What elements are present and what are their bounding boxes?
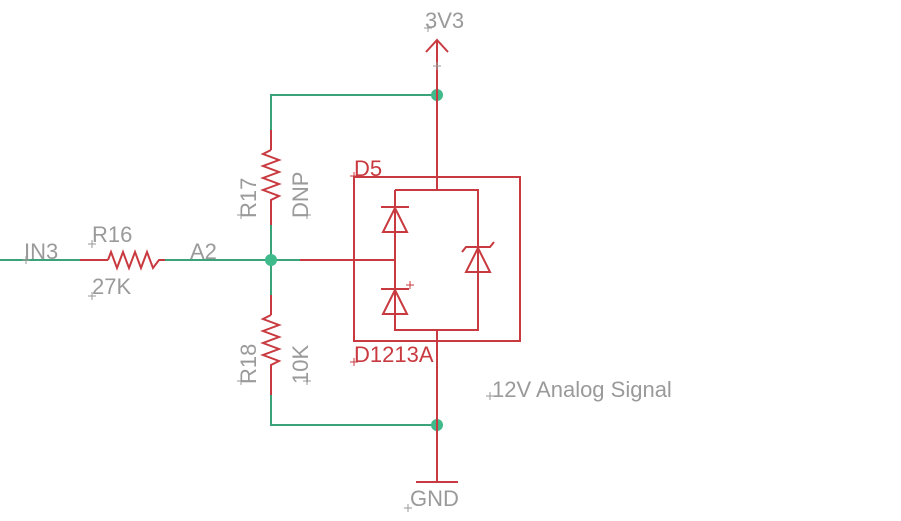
resistor-r17: R17 DNP (236, 130, 313, 225)
r18-ref-label: R18 (236, 344, 261, 384)
tvs-diode-d5: D5 D1213A (300, 95, 521, 425)
net-label-in3: IN3 (24, 239, 58, 264)
resistor-r18: R18 10K (236, 295, 313, 395)
net-a2: A2 (190, 239, 217, 264)
net-label-gnd: GND (410, 486, 459, 511)
wire-3v3-r17 (270, 75, 438, 150)
resistor-r16: R16 27K (80, 222, 165, 300)
d5-ref-label: D5 (354, 156, 382, 181)
d5-package-outline (353, 176, 521, 342)
r18-value-label: 10K (288, 345, 313, 384)
power-symbol-3v3: 3V3 (424, 8, 464, 95)
junction-a2 (265, 254, 277, 266)
r17-value-label: DNP (288, 172, 313, 218)
annotation-note: 12V Analog Signal (486, 377, 672, 402)
signal-note: 12V Analog Signal (492, 377, 672, 402)
wires (0, 75, 438, 450)
net-label-a2: A2 (190, 239, 217, 264)
net-in3: IN3 (22, 239, 58, 264)
d5-value-label: D1213A (354, 342, 434, 367)
r16-value-label: 27K (92, 274, 131, 299)
r16-ref-label: R16 (92, 222, 132, 247)
ground-symbol: GND (404, 425, 459, 512)
net-label-3v3: 3V3 (425, 8, 464, 33)
r17-ref-label: R17 (236, 178, 261, 218)
